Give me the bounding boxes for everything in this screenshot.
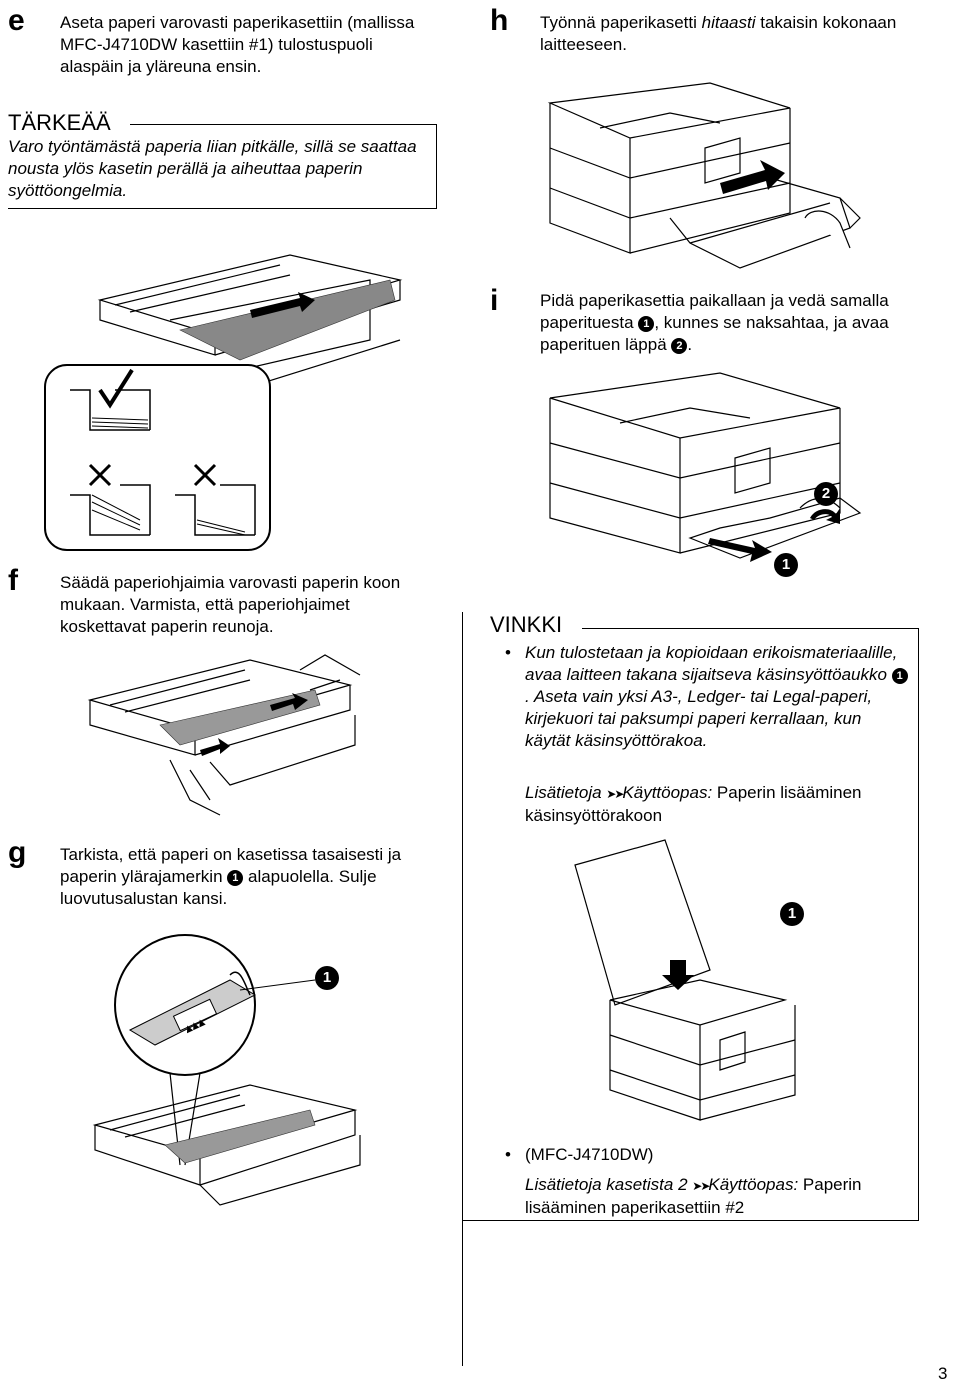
note-ref-1-text: Paperin lisääminen käsinsyöttörakoon — [525, 783, 862, 825]
step-h-text: Työnnä paperikasetti hitaasti takaisin k… — [540, 12, 940, 56]
callout-1-marker: 1 — [638, 316, 655, 332]
step-i-text-3: . — [687, 335, 693, 354]
important-bottom-rule — [8, 208, 437, 209]
printer-paper-support-illustration — [549, 372, 862, 562]
note-ref-1: Lisätietoja ➤➤Käyttöopas: Paperin lisääm… — [525, 782, 910, 827]
note-bottom-rule — [462, 1220, 919, 1221]
note-ref-2-book: Käyttöopas: — [708, 1175, 799, 1194]
upper-limit-mark-illustration: ▲▲▲ — [92, 934, 361, 1206]
important-top-rule — [130, 124, 436, 125]
step-h-text-before: Työnnä paperikasetti — [540, 13, 697, 32]
note-ref-1-prefix: Lisätietoja — [525, 783, 602, 802]
callout-1-marker: 1 — [227, 870, 244, 886]
step-f-text: Säädä paperiohjaimia varovasti paperin k… — [60, 573, 401, 636]
callout-1-marker: 1 — [891, 668, 908, 684]
step-i-text-2: , kunnes se naksahtaa, ja avaa paperitue… — [540, 313, 889, 354]
note-right-rule — [918, 628, 919, 1220]
double-arrow-icon: ➤➤ — [692, 1179, 710, 1193]
note-ref-2-text: Paperin lisääminen paperikasettiin #2 — [525, 1175, 862, 1217]
note-bullet-2-title: (MFC-J4710DW) — [525, 1145, 654, 1164]
step-h-text-after: takaisin kokonaan laitteeseen. — [540, 13, 897, 54]
step-g-text-after: alapuolella. Sulje luovutusalustan kansi… — [60, 867, 377, 908]
step-g-letter: g — [8, 836, 27, 869]
note-bullet-2-marker: • — [505, 1145, 511, 1164]
note-bullet-1-marker: • — [505, 643, 511, 662]
note-title: VINKKI — [490, 612, 563, 637]
step-f-letter: f — [8, 564, 18, 597]
figure-g-callout-1: 1 — [315, 966, 339, 990]
note-ref-1-book: Käyttöopas: — [622, 783, 713, 802]
note-ref-2-prefix: Lisätietoja kasetista 2 — [525, 1175, 688, 1194]
step-e-text: Aseta paperi varovasti paperikasettiin (… — [60, 13, 415, 76]
figure-note-callout-1: 1 — [780, 902, 804, 926]
step-h-text-italic: hitaasti — [701, 13, 756, 32]
paper-tray-illustration — [44, 254, 403, 551]
step-h-letter: h — [490, 4, 509, 37]
important-right-rule — [436, 124, 437, 208]
double-arrow-icon: ➤➤ — [606, 787, 624, 801]
important-title: TÄRKEÄÄ — [8, 110, 111, 135]
step-i-text: Pidä paperikasettia paikallaan ja vedä s… — [540, 290, 940, 356]
step-i-text-1: Pidä paperikasettia paikallaan ja vedä s… — [540, 291, 889, 332]
step-g-text-before: Tarkista, että paperi on kasetissa tasai… — [60, 845, 402, 886]
step-e-letter: e — [8, 4, 25, 37]
step-i-letter: i — [490, 284, 499, 317]
important-text: Varo työntämästä paperia liian pitkälle,… — [8, 137, 417, 200]
note-bullet-1-text: Kun tulostetaan ja kopioidaan erikoismat… — [525, 642, 910, 752]
note-left-rule — [462, 612, 463, 1366]
callout-2-marker: 2 — [671, 338, 688, 354]
step-g-text: Tarkista, että paperi on kasetissa tasai… — [60, 844, 440, 910]
page-number: 3 — [938, 1364, 948, 1383]
manual-feed-slot-illustration — [574, 839, 796, 1121]
note-bullet-1-part2: . Aseta vain yksi A3-, Ledger- tai Legal… — [525, 687, 873, 750]
printer-insert-tray-illustration — [547, 82, 861, 269]
figure-i-callout-2: 2 — [814, 482, 838, 506]
paper-guide-illustration — [87, 654, 361, 816]
note-ref-2: Lisätietoja kasetista 2 ➤➤Käyttöopas: Pa… — [525, 1174, 910, 1219]
note-bullet-1-part1: Kun tulostetaan ja kopioidaan erikoismat… — [525, 643, 898, 684]
figure-i-callout-1: 1 — [774, 553, 798, 577]
note-top-rule — [582, 628, 919, 629]
